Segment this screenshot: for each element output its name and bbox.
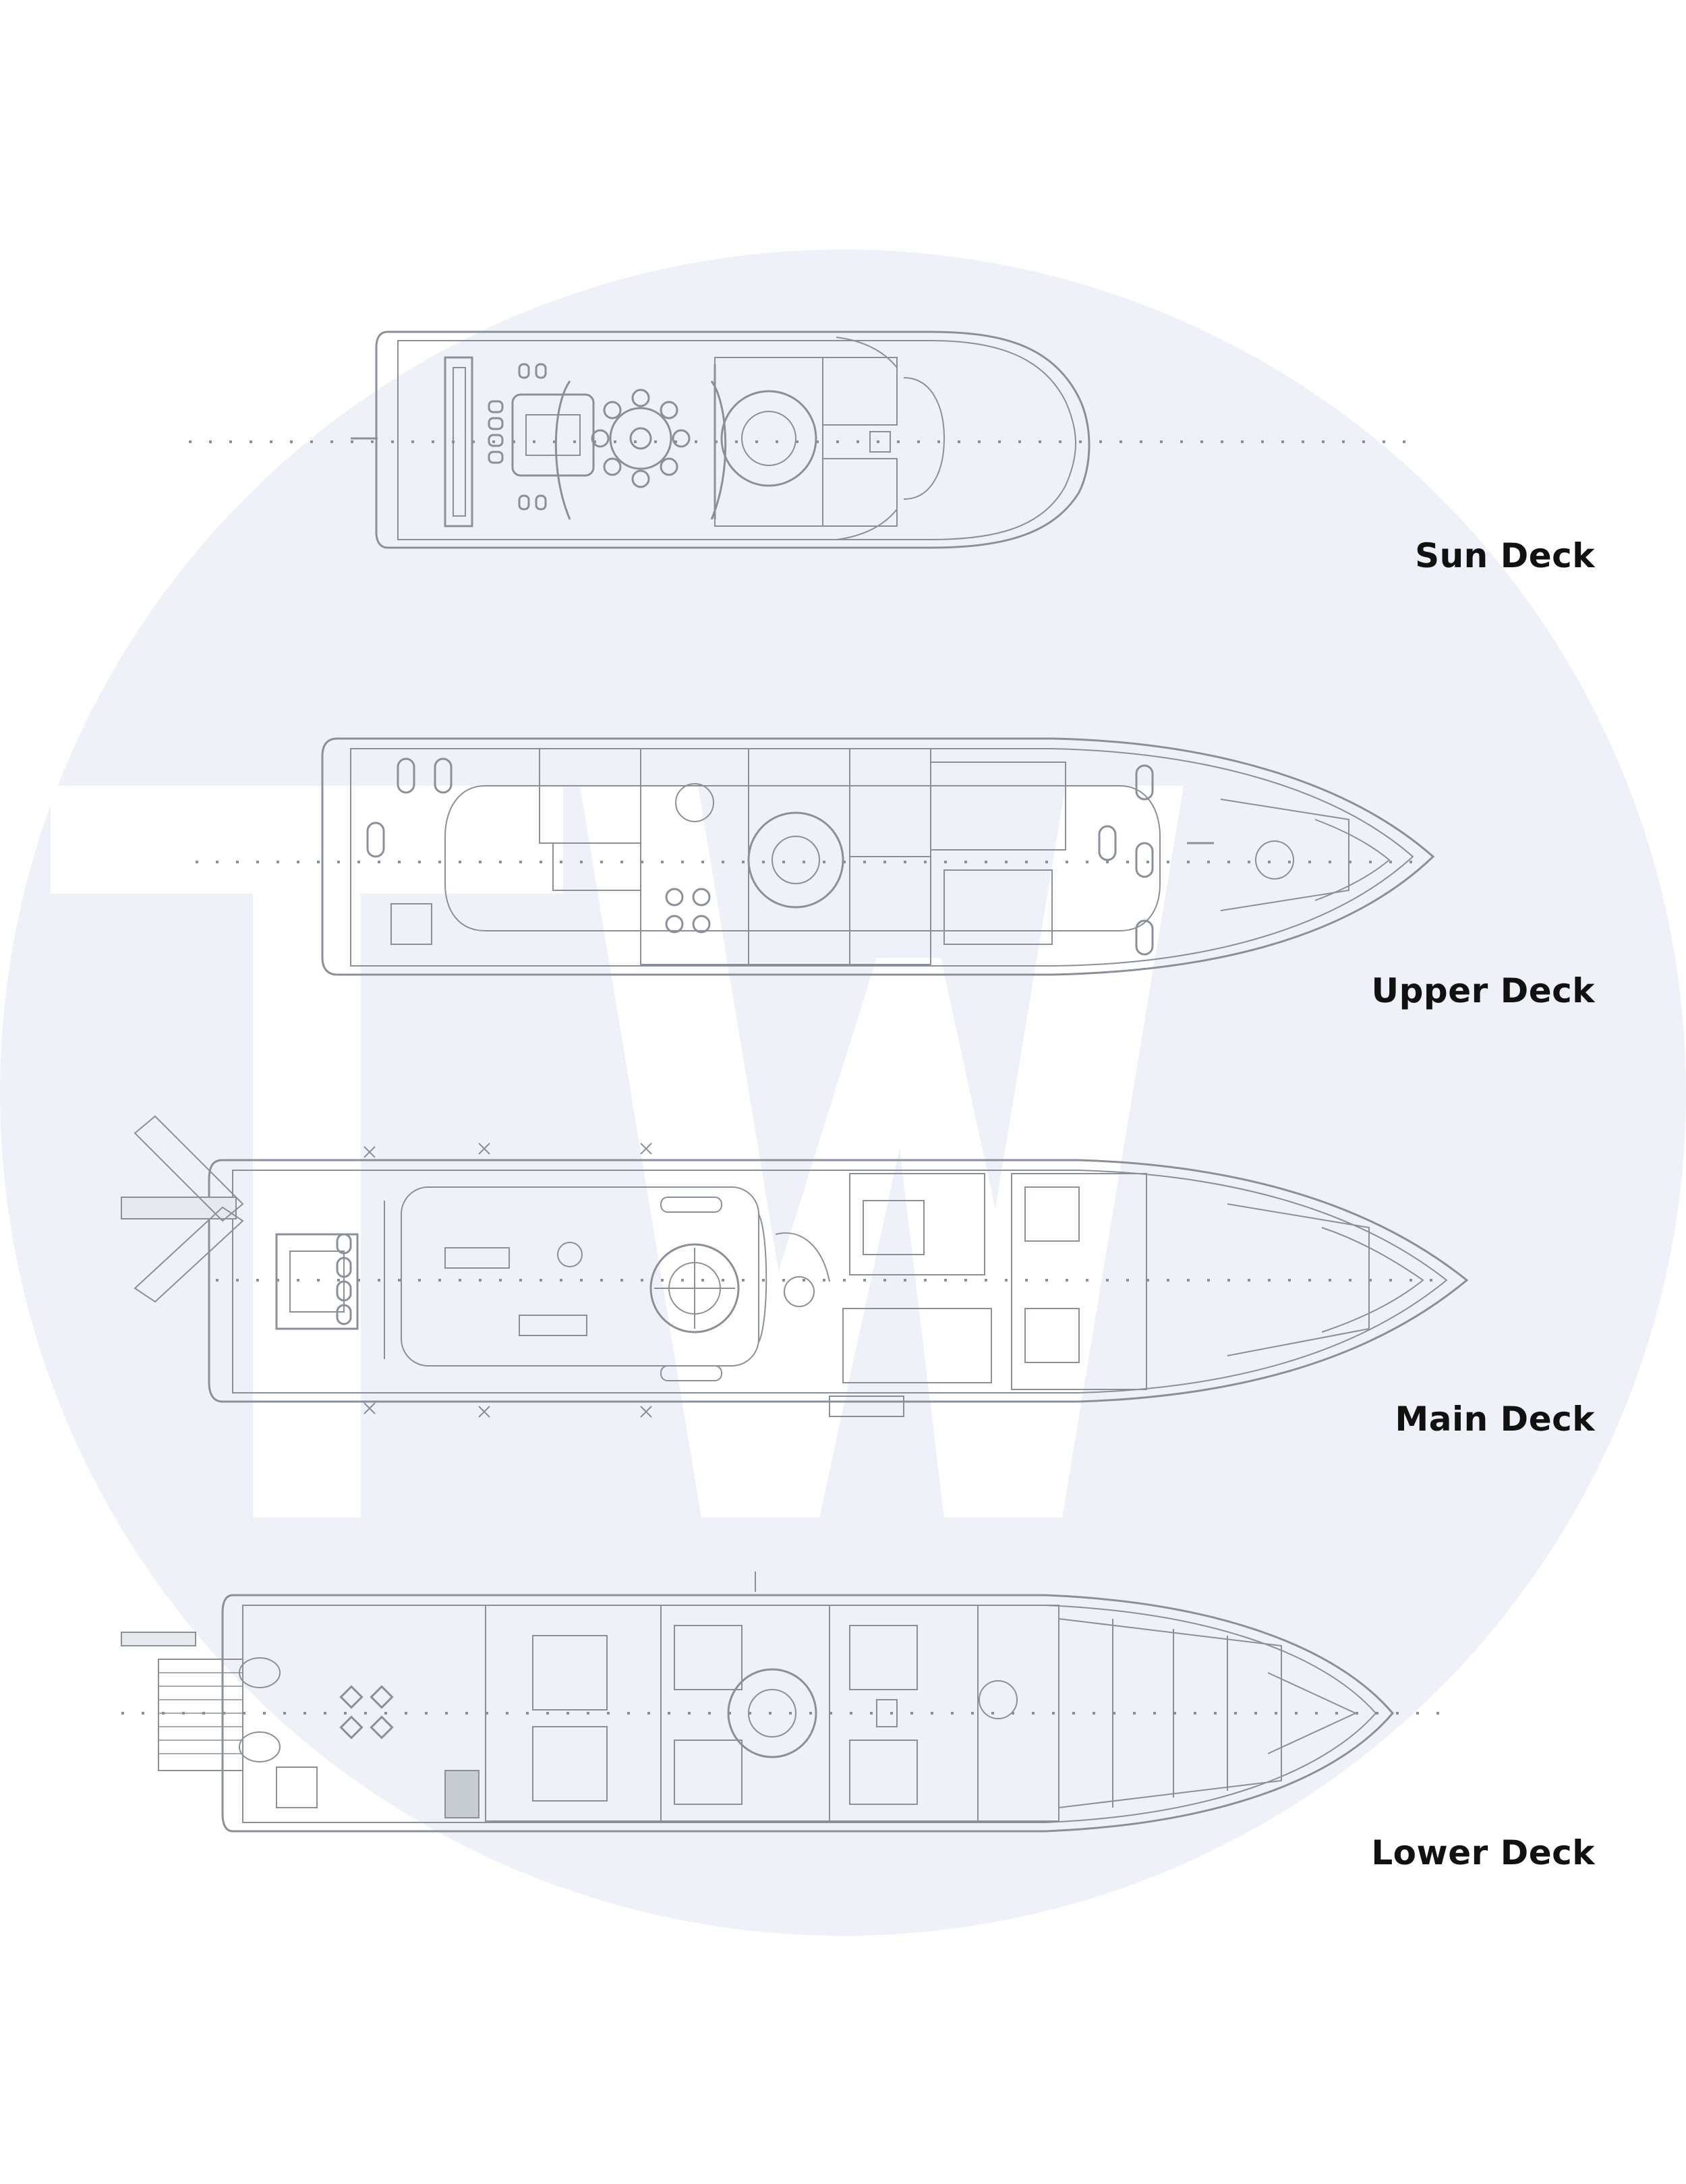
watermark-letters	[51, 786, 1184, 1518]
lower-deck-label: Lower Deck	[1371, 1833, 1595, 1872]
watermark-logo	[0, 250, 1686, 1936]
upper-deck-plan	[196, 737, 1435, 976]
sun-deck-plan	[189, 331, 1423, 549]
sun-deck-label: Sun Deck	[1415, 536, 1595, 575]
main-deck-label: Main Deck	[1395, 1400, 1595, 1439]
lower-deck-plan	[121, 1572, 1450, 1833]
upper-deck-label: Upper Deck	[1371, 971, 1595, 1010]
main-deck-plan	[121, 1115, 1469, 1418]
